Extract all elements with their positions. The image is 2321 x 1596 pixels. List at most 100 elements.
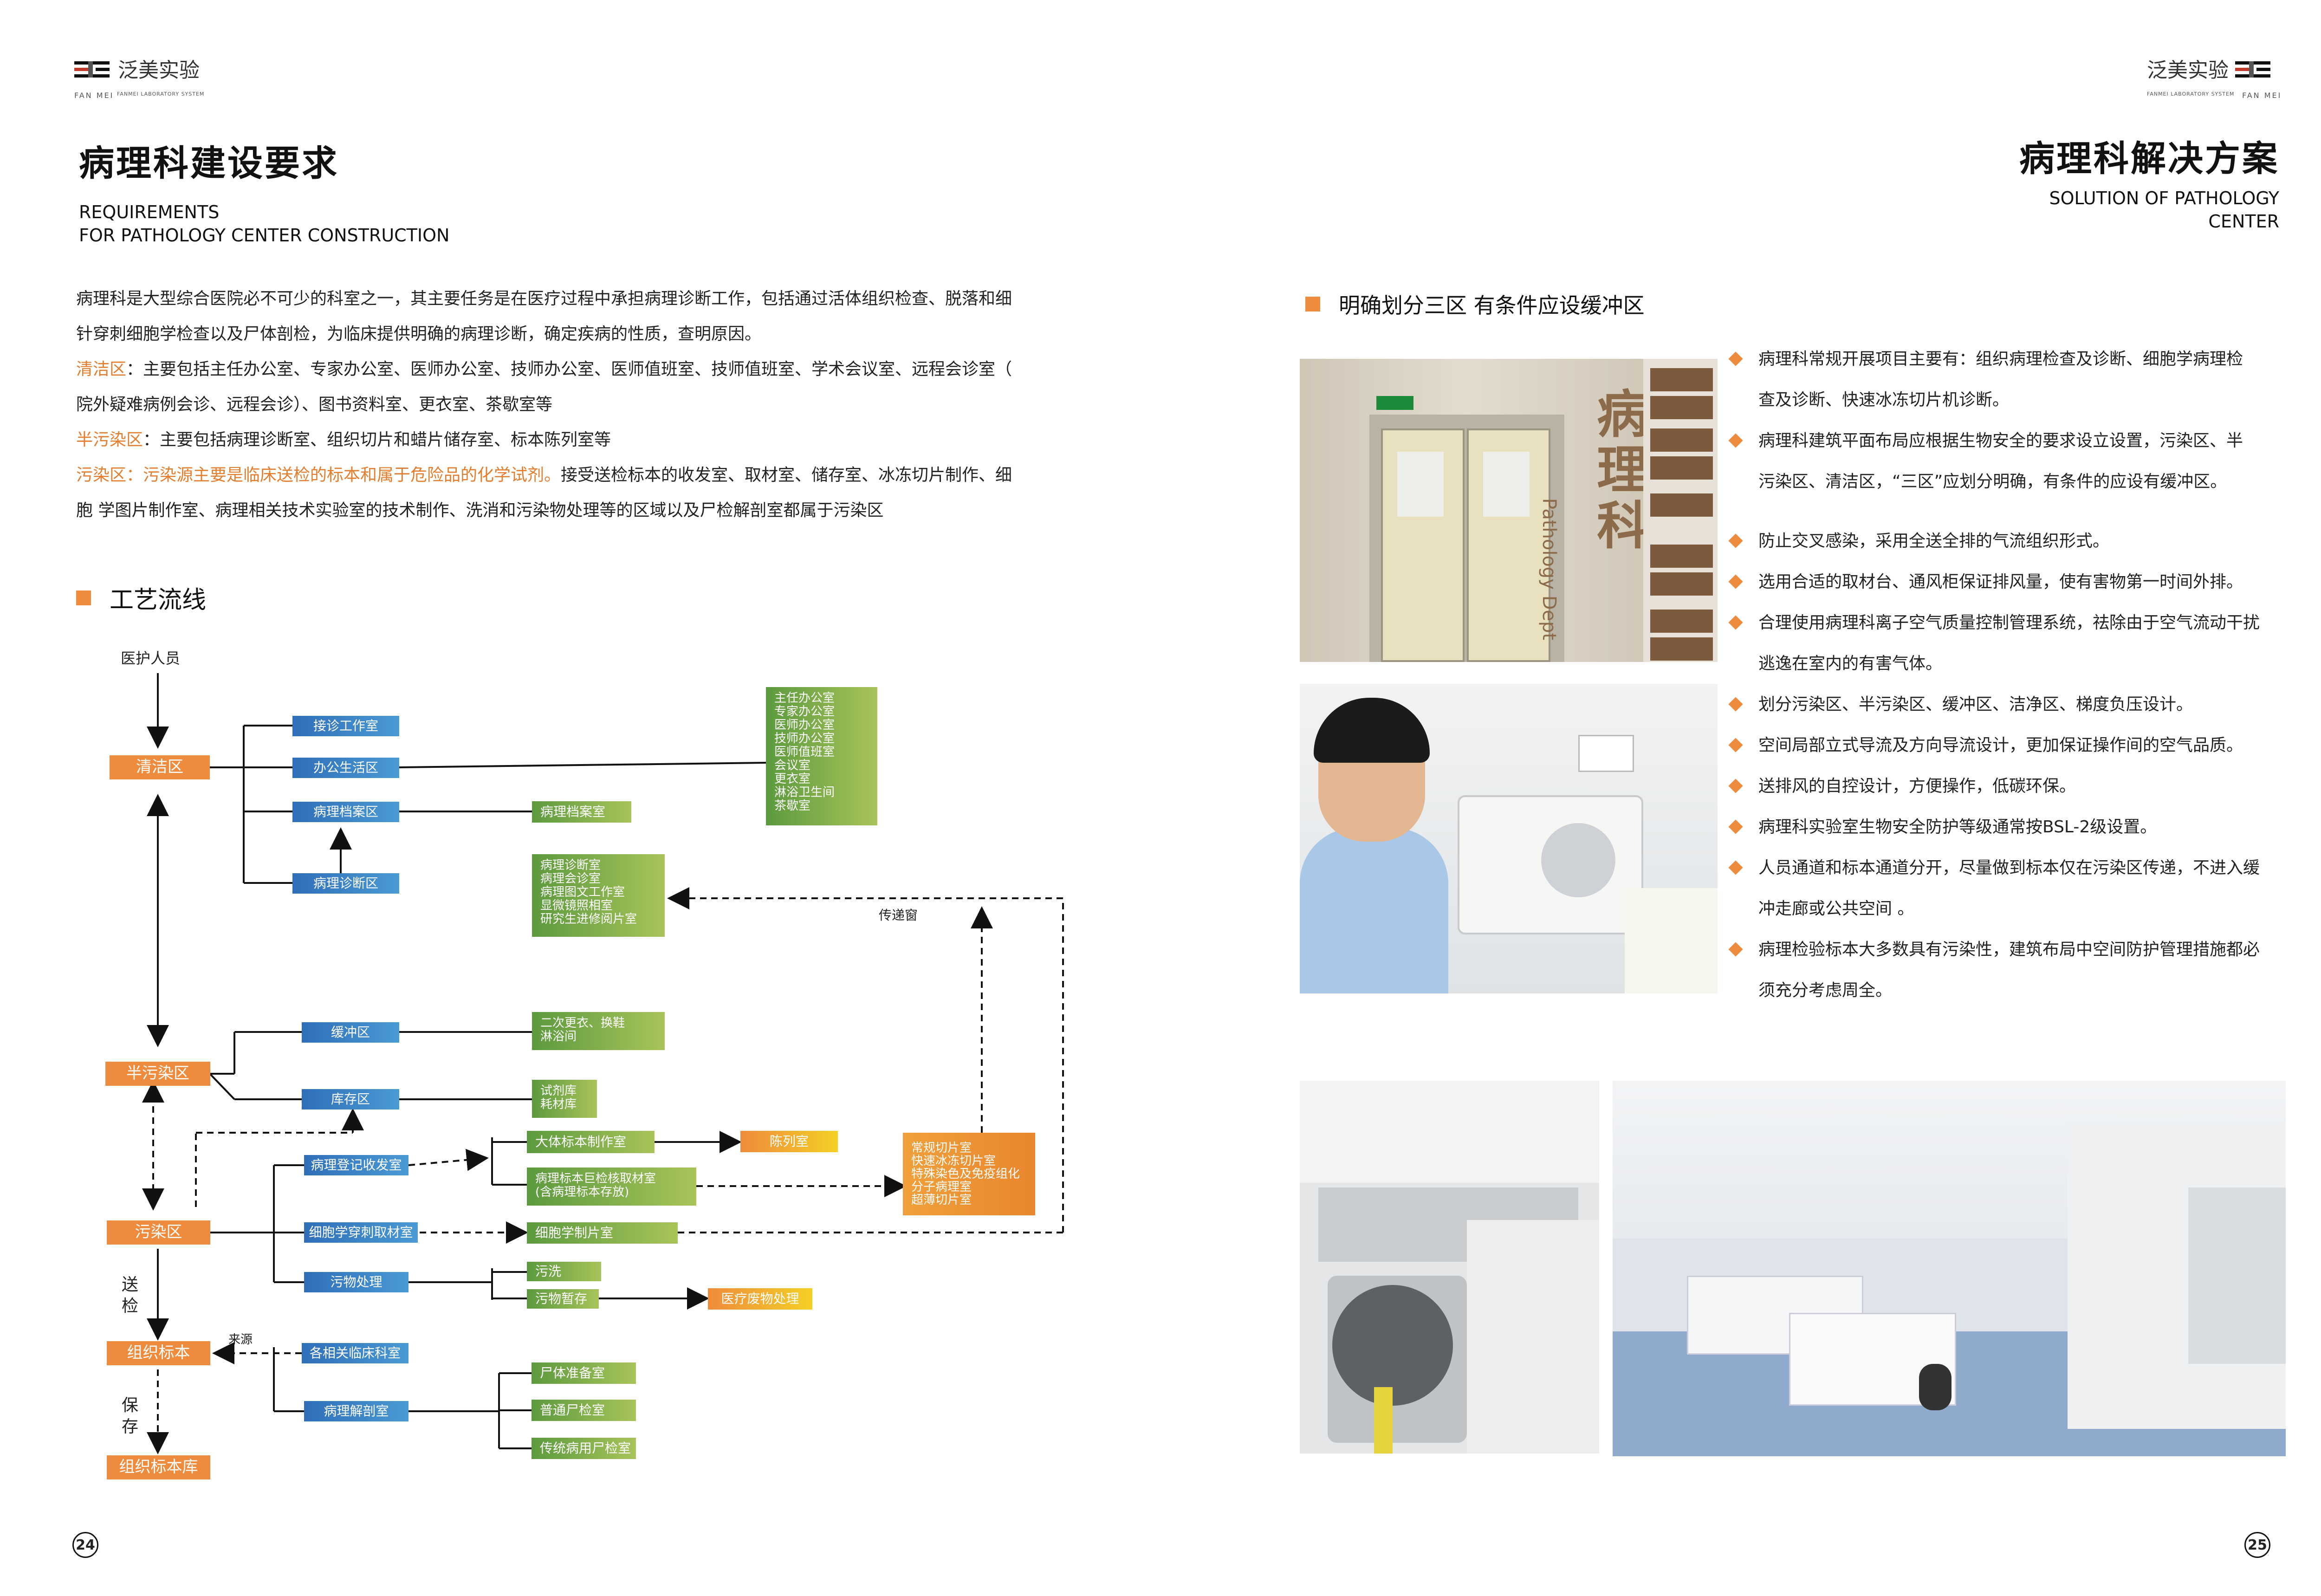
bullet-text: 划分污染区、半污染区、缓冲区、洁净区、梯度负压设计。 <box>1758 695 2193 714</box>
room-office-area: 办公生活区 <box>292 758 399 778</box>
flow-keep-label: 保 存 <box>122 1396 139 1436</box>
intro-line-1: 病理科是大型综合医院必不可少的科室之一，其主要任务是在医疗过程中承担病理诊断工作… <box>76 289 1012 308</box>
list-office-rooms: 主任办公室 专家办公室 医师办公室 技师办公室 医师值班室 会议室 更衣室 淋浴… <box>766 687 877 825</box>
section-marker-icon <box>76 590 91 605</box>
room-gross: 大体标本制作室 <box>527 1131 655 1153</box>
section-marker-icon <box>1305 297 1320 311</box>
clean-zone-line: 清洁区：主要包括主任办公室、专家办公室、医师办公室、技师办公室、医师值班室、技师… <box>76 352 1074 387</box>
brand-name-en: FAN MEI <box>74 91 114 100</box>
flow-window-label: 传递窗 <box>879 908 918 923</box>
diamond-bullet-icon <box>1728 433 1743 448</box>
bullet-item: 空间局部立式导流及方向导流设计，更加保证操作间的空气品质。 <box>1728 725 2303 766</box>
bullet-text: 送排风的自控设计，方便操作，低碳环保。 <box>1758 777 2076 796</box>
room-archive: 病理档案室 <box>532 801 631 823</box>
diamond-bullet-icon <box>1728 533 1743 548</box>
sign-pathology-en: Pathology Dept <box>1538 498 1560 641</box>
bullet-text: 合理使用病理科离子空气质量控制管理系统，祛除由于空气流动干扰 逃逸在室内的有害气… <box>1758 613 2260 673</box>
brand-name-right: 泛美实验 <box>2147 58 2229 82</box>
dirty-zone-text-2: 胞 学图片制作室、病理相关技术实验室的技术制作、洗消和污染物处理等的区域以及尸检… <box>76 501 884 520</box>
zone-specimen: 组织标本 <box>107 1341 210 1365</box>
room-infectious-autopsy: 传统病用尸检室 <box>532 1438 636 1459</box>
diamond-bullet-icon <box>1728 615 1743 630</box>
dirty-zone-label: 污染区 <box>76 466 127 485</box>
flow-source-label: 来源 <box>228 1333 253 1347</box>
flow-staff-label: 医护人员 <box>121 649 181 667</box>
diamond-bullet-icon <box>1728 351 1743 366</box>
title-en-line-2: FOR PATHOLOGY CENTER CONSTRUCTION <box>79 225 450 246</box>
zone-clean: 清洁区 <box>110 755 210 779</box>
sign-pathology-cn: 病理科 <box>1597 385 1648 556</box>
page-number-right: 25 <box>2244 1532 2270 1558</box>
photo-pathology-entrance: 病理科 Pathology Dept <box>1300 359 1718 662</box>
semi-zone-line: 半污染区：主要包括病理诊断室、组织切片和蜡片储存室、标本陈列室等 <box>76 422 1074 458</box>
dirty-zone-highlight: ：污染源主要是临床送检的标本和属于危险品的化学试剂。 <box>126 466 561 485</box>
room-archive-area: 病理档案区 <box>292 802 399 822</box>
room-reagent: 试剂库 耗材库 <box>532 1080 597 1118</box>
room-reception: 接诊工作室 <box>292 716 399 736</box>
room-corpse-prep: 尸体准备室 <box>532 1362 636 1384</box>
intro-line-2: 针穿刺细胞学检查以及尸体剖检，为临床提供明确的病理诊断，确定疾病的性质，查明原因… <box>76 324 762 344</box>
flow-send-label: 送 检 <box>122 1275 139 1316</box>
photo-lab-interior <box>1613 1081 2286 1456</box>
room-autopsy: 病理解剖室 <box>304 1401 408 1421</box>
intro-paragraph: 病理科是大型综合医院必不可少的科室之一，其主要任务是在医疗过程中承担病理诊断工作… <box>76 281 1074 528</box>
diamond-bullet-icon <box>1728 860 1743 875</box>
brand-name: 泛美实验 <box>118 58 200 82</box>
room-normal-autopsy: 普通尸检室 <box>532 1400 636 1421</box>
list-slide-rooms: 常规切片室 快速冰冻切片室 特殊染色及免疫组化 分子病理室 超薄切片室 <box>903 1133 1035 1215</box>
room-change: 二次更衣、换鞋 淋浴间 <box>532 1012 665 1050</box>
flow-connectors <box>142 673 1064 1454</box>
brand-subtitle: FANMEI LABORATORY SYSTEM <box>117 91 205 97</box>
bullet-text: 病理科实验室生物安全防护等级通常按BSL-2级设置。 <box>1758 817 2157 837</box>
room-storage: 库存区 <box>302 1089 399 1109</box>
bullet-text: 病理科常规开展项目主要有：组织病理检查及诊断、细胞学病理检 查及诊断、快速冰冻切… <box>1758 350 2243 409</box>
bullet-item: 人员通道和标本通道分开，尽量做到标本仅在污染区传递，不进入缓 冲走廊或公共空间 … <box>1728 848 2303 929</box>
fanmei-logo-icon <box>2235 61 2270 78</box>
brand-logo-right: 泛美实验 <box>2147 60 2272 89</box>
page-title-en-right: SOLUTION OF PATHOLOGY CENTER <box>2049 188 2279 232</box>
bullet-item: 选用合适的取材台、通风柜保证排风量，使有害物第一时间外排。 <box>1728 562 2303 603</box>
bullet-text: 人员通道和标本通道分开，尽量做到标本仅在污染区传递，不进入缓 冲走廊或公共空间 … <box>1758 858 2260 918</box>
clean-zone-text-2: 院外疑难病例会诊、远程会诊）、图书资料室、更衣室、茶歇室等 <box>76 395 553 414</box>
room-diagnosis-area: 病理诊断区 <box>292 873 399 894</box>
bullet-item: 送排风的自控设计，方便操作，低碳环保。 <box>1728 766 2303 807</box>
brand-logo-left: 泛美实验 <box>74 60 200 89</box>
bullet-text: 病理检验标本大多数具有污染性，建筑布局中空间防护管理措施都必 须充分考虑周全。 <box>1758 940 2260 1000</box>
room-display: 陈列室 <box>740 1131 838 1152</box>
section-title-zones: 明确划分三区 有条件应设缓冲区 <box>1305 289 1645 319</box>
clean-zone-text: ：主要包括主任办公室、专家办公室、医师办公室、技师办公室、医师值班室、技师值班室… <box>126 360 1012 379</box>
section-flow-label: 工艺流线 <box>110 586 207 614</box>
semi-zone-label: 半污染区 <box>76 430 143 449</box>
semi-zone-text: ：主要包括病理诊断室、组织切片和蜡片储存室、标本陈列室等 <box>143 430 611 449</box>
photo-technician-microtome <box>1300 684 1718 993</box>
bullet-text: 防止交叉感染，采用全送全排的气流组织形式。 <box>1758 532 2110 551</box>
room-cyto-prep: 细胞学制片室 <box>527 1222 678 1244</box>
fanmei-logo-icon <box>74 61 110 78</box>
bullet-item: 防止交叉感染，采用全送全排的气流组织形式。 <box>1728 521 2303 562</box>
diamond-bullet-icon <box>1728 738 1743 753</box>
room-cyto-sampling: 细胞学穿刺取材室 <box>304 1222 418 1243</box>
dirty-zone-line: 污染区：污染源主要是临床送检的标本和属于危险品的化学试剂。接受送检标本的收发室、… <box>76 458 1074 493</box>
room-wash: 污洗 <box>527 1262 601 1281</box>
zone-dirty: 污染区 <box>107 1220 210 1245</box>
bullet-text: 空间局部立式导流及方向导流设计，更加保证操作间的空气品质。 <box>1758 736 2243 755</box>
room-medical-waste: 医疗废物处理 <box>708 1288 812 1310</box>
photo-lab-equipment <box>1300 1081 1599 1453</box>
page-title-left: 病理科建设要求 <box>79 143 339 184</box>
page-title-right: 病理科解决方案 <box>2019 138 2279 179</box>
diamond-bullet-icon <box>1728 697 1743 712</box>
clean-zone-label: 清洁区 <box>76 360 127 379</box>
room-clinical: 各相关临床科室 <box>302 1343 408 1363</box>
bullet-item: 病理科建筑平面布局应根据生物安全的要求设立设置，污染区、半 污染区、清洁区，“三… <box>1728 421 2303 502</box>
diamond-bullet-icon <box>1728 942 1743 957</box>
dirty-zone-text: 接受送检标本的收发室、取材室、储存室、冰冻切片制作、细 <box>561 466 1012 485</box>
bullet-item: 合理使用病理科离子空气质量控制管理系统，祛除由于空气流动干扰 逃逸在室内的有害气… <box>1728 603 2303 684</box>
room-buffer: 缓冲区 <box>302 1022 399 1043</box>
zone-semi: 半污染区 <box>105 1062 210 1086</box>
bullet-item: 病理检验标本大多数具有污染性，建筑布局中空间防护管理措施都必 须充分考虑周全。 <box>1728 929 2303 1011</box>
title-en-line-1: REQUIREMENTS <box>79 202 220 222</box>
room-macro-exam: 病理标本巨检核取材室 (含病理标本存放) <box>527 1168 696 1206</box>
page-number-left: 24 <box>72 1532 98 1558</box>
brand-name-en-right: FAN MEI <box>2242 91 2282 100</box>
bullet-item: 划分污染区、半污染区、缓冲区、洁净区、梯度负压设计。 <box>1728 684 2303 725</box>
